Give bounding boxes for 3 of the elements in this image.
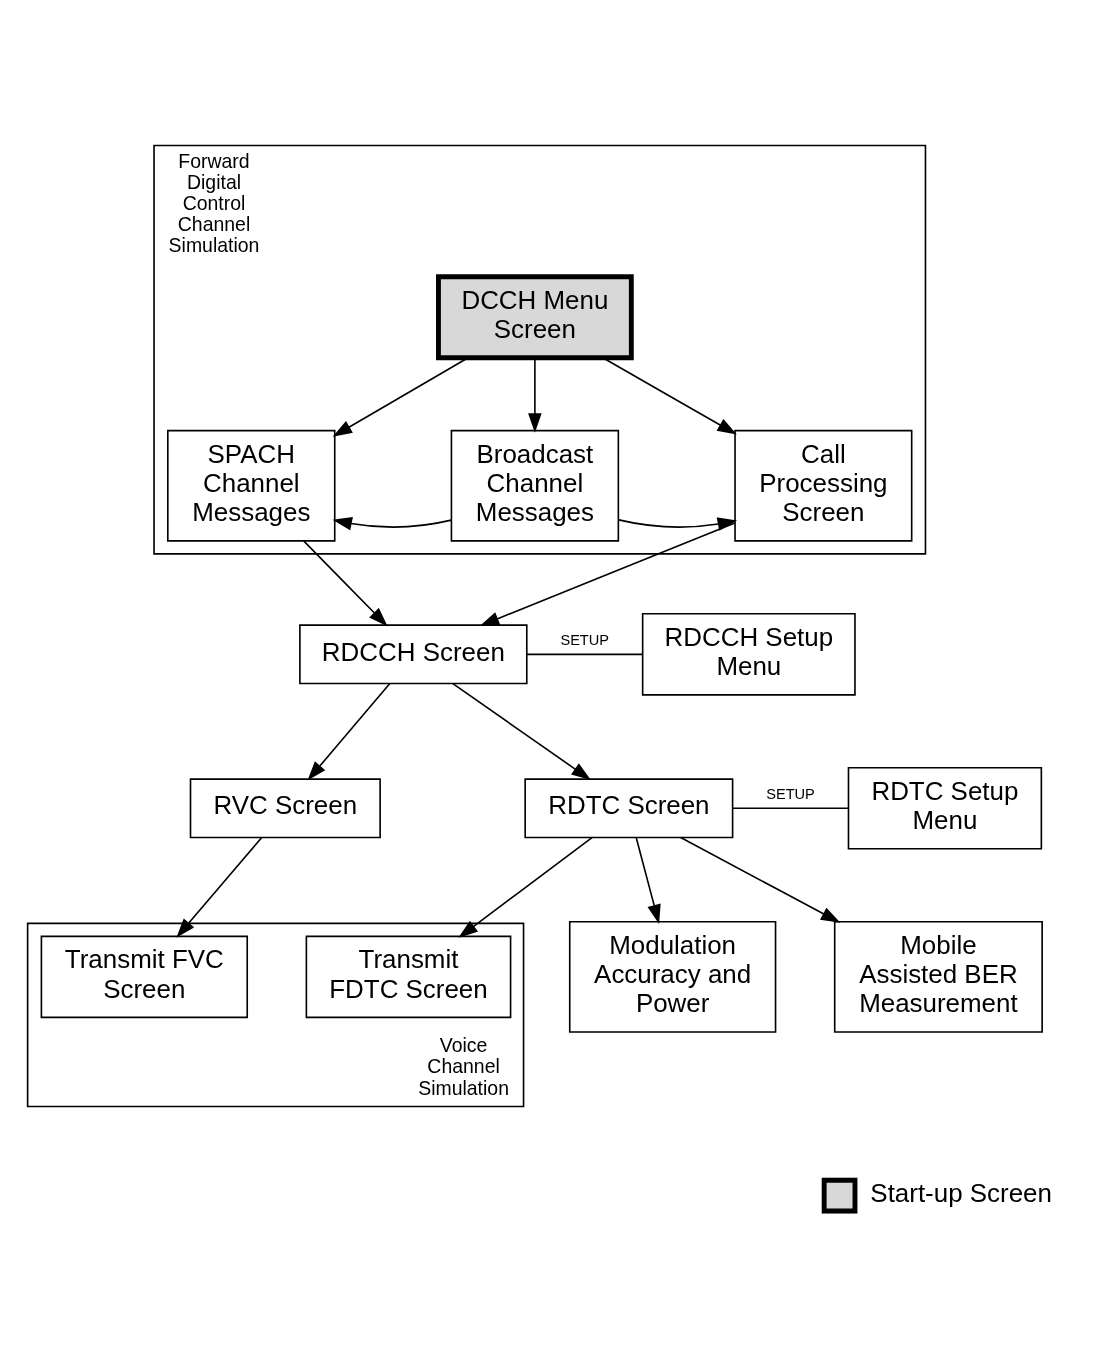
edge-label: SETUP bbox=[560, 631, 610, 648]
edge-label: SETUP bbox=[766, 785, 815, 802]
legend-label: Start-up Screen bbox=[870, 1178, 1052, 1207]
